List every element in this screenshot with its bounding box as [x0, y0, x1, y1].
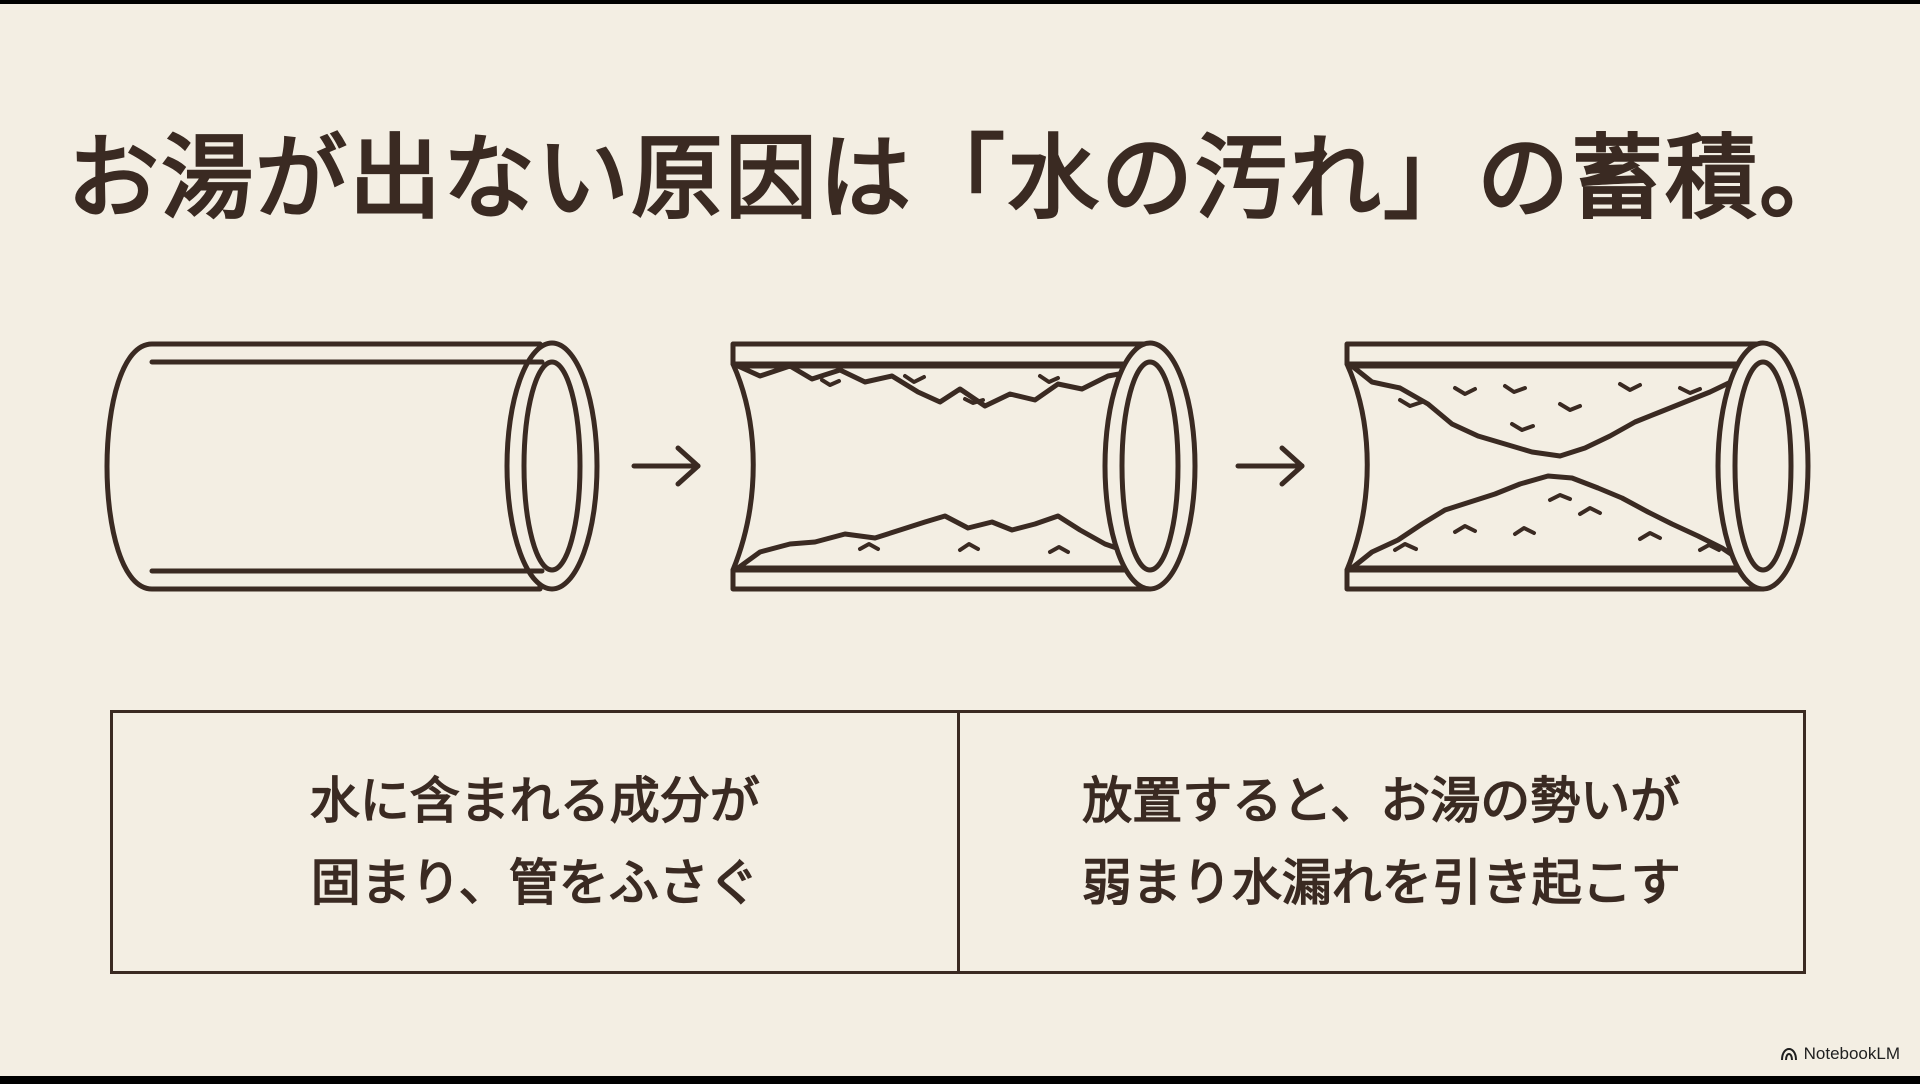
- logo-text: NotebookLM: [1804, 1044, 1900, 1064]
- notebooklm-logo-icon: [1780, 1047, 1798, 1061]
- heavily-clogged-pipe: [1347, 343, 1808, 589]
- caption-table: 水に含まれる成分が 固まり、管をふさぐ 放置すると、お湯の勢いが 弱まり水漏れを…: [110, 710, 1806, 974]
- notebooklm-logo: NotebookLM: [1780, 1044, 1900, 1064]
- slide: お湯が出ない原因は「水の汚れ」の蓄積。: [0, 4, 1920, 1076]
- partially-clogged-pipe: [733, 343, 1195, 589]
- clean-pipe: [107, 343, 597, 589]
- caption-effect: 放置すると、お湯の勢いが 弱まり水漏れを引き起こす: [957, 713, 1804, 971]
- arrow-right-icon: [634, 448, 698, 484]
- caption-cause: 水に含まれる成分が 固まり、管をふさぐ: [113, 713, 957, 971]
- arrow-right-icon: [1238, 448, 1302, 484]
